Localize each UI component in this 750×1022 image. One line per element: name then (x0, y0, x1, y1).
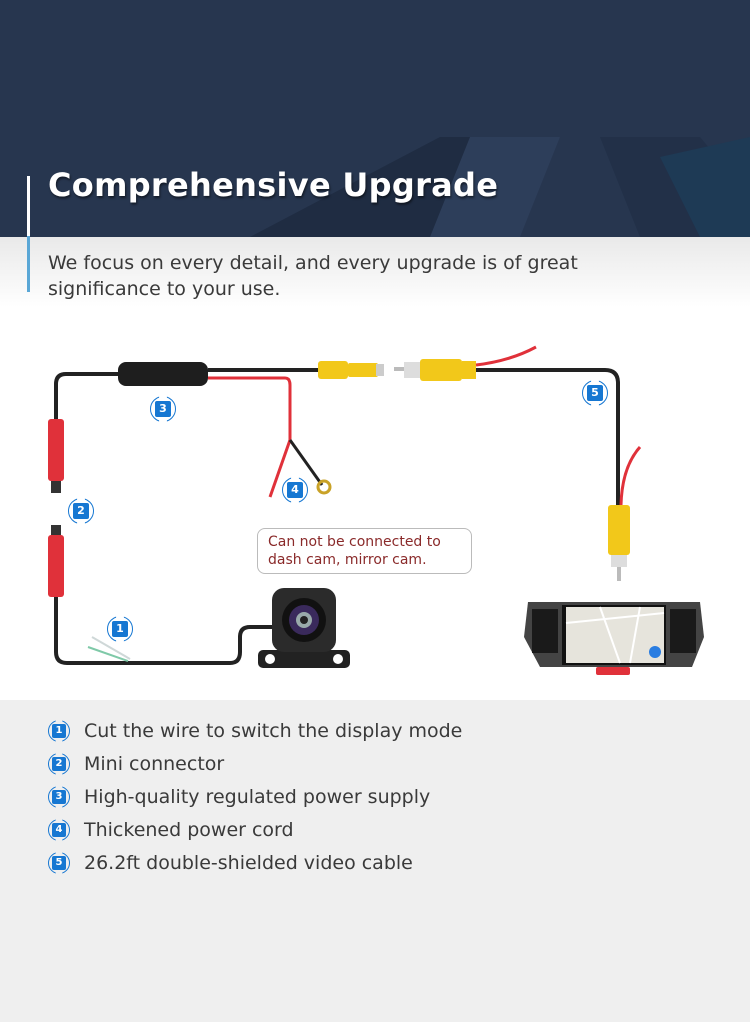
feature-item: 4 Thickened power cord (48, 813, 462, 846)
hero-banner (0, 137, 750, 237)
feature-label: Mini connector (84, 752, 225, 775)
feature-label: Cut the wire to switch the display mode (84, 719, 463, 742)
badge-2: 2 (73, 503, 89, 519)
feature-list: 1 Cut the wire to switch the display mod… (48, 714, 462, 879)
feature-item: 2 Mini connector (48, 747, 462, 780)
top-banner (0, 0, 750, 137)
number-badge-icon: 4 (52, 822, 66, 837)
feature-label: Thickened power cord (84, 818, 294, 841)
callout-bubble: Can not be connected to dash cam, mirror… (257, 528, 472, 574)
feature-item: 3 High-quality regulated power supply (48, 780, 462, 813)
number-badge-icon: 1 (52, 723, 66, 738)
accent-bar-top (27, 176, 30, 236)
page-title: Comprehensive Upgrade (48, 166, 499, 204)
feature-item: 5 26.2ft double-shielded video cable (48, 846, 462, 879)
feature-label: 26.2ft double-shielded video cable (84, 851, 413, 874)
badge-4: 4 (287, 482, 303, 498)
number-badge-icon: 3 (52, 789, 66, 804)
geometric-background (250, 137, 750, 237)
page-subtitle: We focus on every detail, and every upgr… (48, 252, 578, 300)
feature-label: High-quality regulated power supply (84, 785, 431, 808)
wiring-diagram: 1 2 3 4 5 (0, 307, 750, 700)
badge-3: 3 (155, 401, 171, 417)
badge-1: 1 (112, 621, 128, 637)
number-badge-icon: 5 (52, 855, 66, 870)
subtitle-band (0, 237, 750, 307)
badge-5: 5 (587, 385, 603, 401)
wiring-illustration (48, 345, 704, 675)
feature-item: 1 Cut the wire to switch the display mod… (48, 714, 462, 747)
number-badge-icon: 2 (52, 756, 66, 771)
